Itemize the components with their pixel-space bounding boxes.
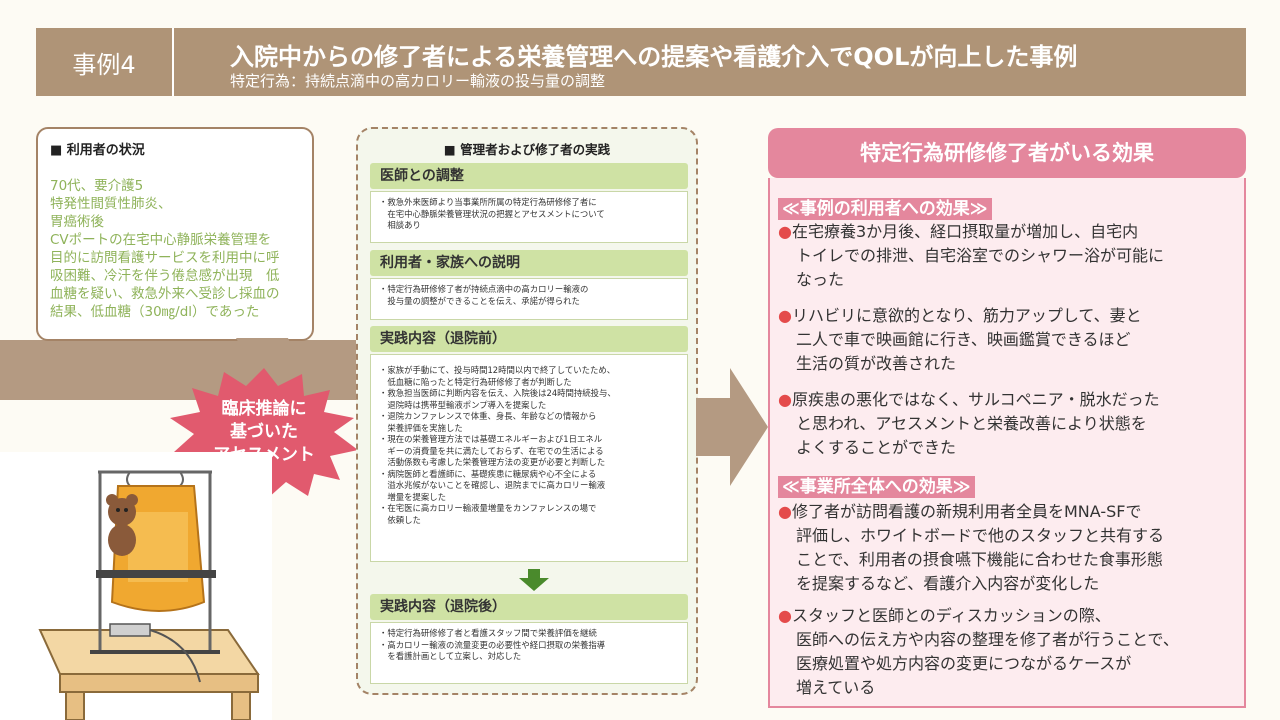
practice-item: 投与量の調整ができることを伝え、承諾が得られた: [379, 295, 580, 306]
section-body-family: ・特定行為研修修了者が持続点滴中の高カロリー輸液の 投与量の調整ができることを伝…: [370, 278, 688, 320]
practice-item: 依頼した: [379, 514, 421, 525]
section-title-family: 利用者・家族への説明: [370, 250, 688, 276]
user-status-heading: ■ 利用者の状況: [50, 143, 145, 158]
section-body-before-discharge: ・家族が手動にて、投与時間12時間以内で終了していたため、 低血糖に陥ったと特定…: [370, 354, 688, 562]
practice-heading: ■ 管理者および修了者の実践: [443, 142, 611, 157]
section-title-doctor: 医師との調整: [370, 163, 688, 189]
user-effect-item: ●原疾患の悪化ではなく、サルコペニア・脱水だった と思われ、アセスメントと栄養改…: [778, 388, 1238, 460]
section-title-after-discharge: 実践内容（退院後）: [370, 594, 688, 620]
practice-item: ・現在の栄養管理方法では基礎エネルギーおよび1日エネル: [379, 434, 603, 444]
effect-line: 二人で車で映画館に行き、映画鑑賞できるほど: [796, 330, 1131, 349]
burst-line: 臨床推論に: [221, 399, 307, 419]
user-effects-heading: ≪事例の利用者への効果≫: [778, 198, 992, 220]
status-line: 特発性間質性肺炎、: [50, 196, 172, 212]
effect-line: と思われ、アセスメントと栄養改善により状態を: [796, 414, 1147, 433]
practice-item: ・高カロリー輸液の流量変更の必要性や経口摂取の栄養指導: [379, 639, 606, 650]
bullet-icon: ●: [778, 222, 792, 241]
office-effect-item: ●修了者が訪問看護の新規利用者全員をMNA-SFで 評価し、ホワイトボードで他の…: [778, 500, 1238, 596]
practice-item: ・救急外来医師より当事業所所属の特定行為研修修了者に: [379, 197, 597, 207]
practice-item: ギーの消費量を共に満たしておらず、在宅での生活による: [379, 445, 604, 456]
effect-line: スタッフと医師とのディスカッションの際、: [791, 606, 1111, 625]
effect-line: 在宅療養3か月後、経口摂取量が増加し、自宅内: [791, 222, 1139, 241]
practice-item: 活動係数も考慮した栄養管理方法の変更が必要と判断した: [379, 457, 606, 467]
office-effect-item: ●スタッフと医師とのディスカッションの際、 医師への伝え方や内容の整理を修了者が…: [778, 604, 1238, 700]
practice-item: 在宅中心静脈栄養管理状況の把握とアセスメントについて: [379, 208, 605, 219]
practice-item: 低血糖に陥ったと特定行為研修修了者が判断した: [379, 376, 572, 387]
effect-line: を提案するなど、看護介入内容が変化した: [796, 574, 1100, 593]
effect-line: 増えている: [796, 678, 876, 697]
practice-item: ・在宅医に高カロリー輸液量増量をカンファレンスの場で: [379, 503, 597, 513]
section-title-before-discharge: 実践内容（退院前）: [370, 326, 688, 352]
office-effects-heading: ≪事業所全体への効果≫: [778, 476, 975, 498]
bullet-icon: ●: [778, 306, 792, 325]
case-label: 事例4: [36, 28, 174, 96]
page-title: 入院中からの修了者による栄養管理への提案や看護介入でQOLが向上した事例: [230, 43, 1078, 71]
status-line: 結果、低血糖（30㎎/dl）であった: [50, 304, 260, 320]
right-arrow-icon: [696, 368, 768, 486]
effect-line: ことで、利用者の摂食嚥下機能に合わせた食事形態: [796, 550, 1163, 569]
practice-item: 増量を提案した: [379, 491, 446, 502]
effects-panel: ≪事例の利用者への効果≫ ●在宅療養3か月後、経口摂取量が増加し、自宅内 トイレ…: [768, 128, 1246, 708]
practice-item: ・救急担当医師に判断内容を伝え、入院後は24時間持続投与、: [379, 388, 616, 398]
burst-line: 基づいた: [230, 422, 298, 442]
bullet-icon: ●: [778, 606, 792, 625]
effect-line: 生活の質が改善された: [796, 354, 957, 373]
connector-curve: [236, 338, 348, 398]
status-line: 吸困難、冷汗を伴う倦怠感が出現 低: [50, 268, 280, 284]
effect-line: なった: [796, 270, 845, 289]
effect-line: 原疾患の悪化ではなく、サルコペニア・脱水だった: [791, 390, 1160, 409]
section-body-doctor: ・救急外来医師より当事業所所属の特定行為研修修了者に 在宅中心静脈栄養管理状況の…: [370, 191, 688, 243]
status-line: 目的に訪問看護サービスを利用中に呼: [50, 250, 280, 266]
effect-line: 医療処置や処方内容の変更につながるケースが: [796, 654, 1132, 673]
bullet-icon: ●: [778, 502, 792, 521]
practice-item: ・退院カンファレンスで体重、身長、年齢などの情報から: [379, 411, 597, 421]
user-status-box: ■ 利用者の状況 70代、要介護5 特発性間質性肺炎、 胃癌術後 CVポートの在…: [36, 127, 314, 341]
effect-line: リハビリに意欲的となり、筋力アップして、妻と: [791, 306, 1142, 325]
page-subtitle: 特定行為：持続点滴中の高カロリー輸液の投与量の調整: [230, 72, 606, 90]
effect-line: 評価し、ホワイトボードで他のスタッフと共有する: [796, 526, 1165, 545]
effect-line: よくすることができた: [796, 438, 957, 457]
user-effect-item: ●リハビリに意欲的となり、筋力アップして、妻と 二人で車で映画館に行き、映画鑑賞…: [778, 304, 1238, 376]
practice-panel: ■ 管理者および修了者の実践 医師との調整 ・救急外来医師より当事業所所属の特定…: [356, 127, 698, 695]
section-body-after-discharge: ・特定行為研修修了者と看護スタッフ間で栄養評価を継続 ・高カロリー輸液の流量変更…: [370, 622, 688, 684]
practice-item: を看護計画として立案し、対応した: [379, 651, 522, 661]
effects-title: 特定行為研修修了者がいる効果: [768, 128, 1246, 178]
effect-line: 修了者が訪問看護の新規利用者全員をMNA-SFで: [791, 502, 1142, 521]
effects-body: ≪事例の利用者への効果≫ ●在宅療養3か月後、経口摂取量が増加し、自宅内 トイレ…: [768, 178, 1246, 708]
iv-stand-illustration: [0, 452, 272, 720]
user-effect-item: ●在宅療養3か月後、経口摂取量が増加し、自宅内 トイレでの排泄、自宅浴室でのシャ…: [778, 220, 1238, 292]
practice-item: 相談あり: [379, 220, 421, 230]
status-line: 血糖を疑い、救急外来へ受診し採血の: [50, 286, 280, 302]
practice-item: 栄養評価を実施した: [379, 422, 463, 433]
status-line: 胃癌術後: [50, 214, 104, 230]
practice-item: 溢水兆候がないことを確認し、退院までに高カロリー輸液: [379, 480, 606, 490]
practice-item: ・特定行為研修修了者が持続点滴中の高カロリー輸液の: [379, 284, 589, 294]
practice-item: ・病院医師と看護師に、基礎疾患に糖尿病や心不全による: [379, 468, 597, 479]
down-arrow-icon: [519, 569, 549, 591]
practice-item: ・家族が手動にて、投与時間12時間以内で終了していたため、: [379, 365, 616, 375]
status-line: 70代、要介護5: [50, 178, 144, 194]
bullet-icon: ●: [778, 390, 792, 409]
header-bar: 事例4 入院中からの修了者による栄養管理への提案や看護介入でQOLが向上した事例…: [36, 28, 1246, 96]
practice-item: ・特定行為研修修了者と看護スタッフ間で栄養評価を継続: [379, 628, 597, 638]
effect-line: トイレでの排泄、自宅浴室でのシャワー浴が可能に: [796, 246, 1165, 265]
status-line: CVポートの在宅中心静脈栄養管理を: [50, 232, 272, 248]
user-status-body: 70代、要介護5 特発性間質性肺炎、 胃癌術後 CVポートの在宅中心静脈栄養管理…: [50, 177, 308, 321]
effect-line: 医師への伝え方や内容の整理を修了者が行うことで、: [796, 630, 1179, 649]
practice-item: 退院時は携帯型輸液ポンプ導入を提案した: [379, 399, 547, 410]
